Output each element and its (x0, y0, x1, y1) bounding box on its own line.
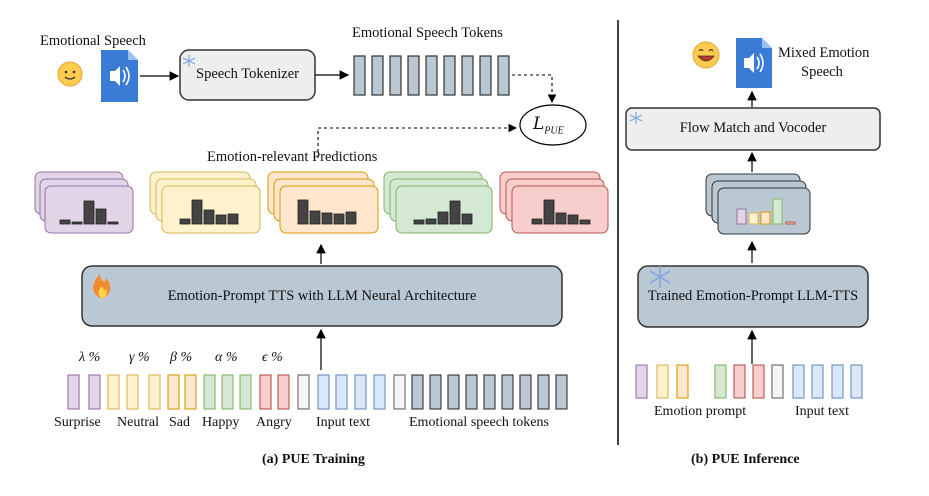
inference-input-token-row (635, 364, 863, 399)
snowflake-icon-trained (649, 266, 671, 288)
mixed-emotion-label-line1: Mixed Emotion (778, 45, 870, 61)
emotion-prompt-label: Emotion prompt (654, 404, 747, 419)
inference-caption: (b) PUE Inference (691, 452, 800, 467)
grin-emoji-icon (692, 41, 720, 69)
speech-tokenizer-label: Speech Tokenizer (196, 66, 299, 82)
prediction-stack-happy (383, 171, 493, 234)
trained-tts-box (637, 265, 869, 328)
audio-file-icon (101, 50, 138, 102)
mixed-emotion-label-line2: Speech (801, 64, 843, 80)
inference-prediction-stack (705, 173, 811, 235)
predictions-label: Emotion-relevant Predictions (207, 149, 378, 165)
tts-box (81, 265, 563, 327)
neutral-label: Neutral (117, 415, 159, 430)
fire-icon (93, 274, 111, 298)
emotional-speech-label: Emotional Speech (40, 33, 146, 49)
training-input-token-row (67, 374, 568, 410)
emotional-speech-tokens-label: Emotional Speech Tokens (352, 25, 503, 41)
snowflake-icon (182, 55, 196, 67)
flow-match-box (625, 107, 881, 151)
pue-loss-ellipse (519, 104, 587, 146)
smiley-emoji-icon (57, 61, 83, 87)
prediction-stack-neutral (149, 171, 261, 234)
inference-input-text-label: Input text (795, 404, 850, 419)
training-caption: (a) PUE Training (262, 452, 365, 467)
epsilon-percent: ϵ % (262, 350, 283, 365)
angry-label: Angry (256, 415, 292, 430)
lambda-percent: λ % (79, 350, 101, 365)
emotional-speech-tokens-bottom-label: Emotional speech tokens (409, 415, 549, 430)
alpha-percent: α % (215, 350, 238, 365)
trained-tts-label: Trained Emotion-Prompt LLM-TTS (647, 288, 859, 304)
snowflake-icon-flow (629, 112, 643, 124)
flow-match-label: Flow Match and Vocoder (679, 120, 827, 136)
input-text-label: Input text (316, 415, 371, 430)
surprise-label: Surprise (54, 415, 101, 430)
emotional-speech-token-sequence (353, 55, 510, 96)
tts-label: Emotion-Prompt TTS with LLM Neural Archi… (167, 288, 477, 304)
prediction-stack-angry (499, 171, 609, 234)
happy-label: Happy (202, 415, 240, 430)
sad-label: Sad (169, 415, 190, 430)
prediction-stack-surprise (34, 171, 134, 234)
beta-percent: β % (170, 350, 193, 365)
gamma-percent: γ % (129, 350, 150, 365)
pue-loss-label: LPUE (533, 114, 564, 137)
audio-file-icon-inference (736, 38, 772, 88)
prediction-stack-sad (267, 171, 379, 234)
